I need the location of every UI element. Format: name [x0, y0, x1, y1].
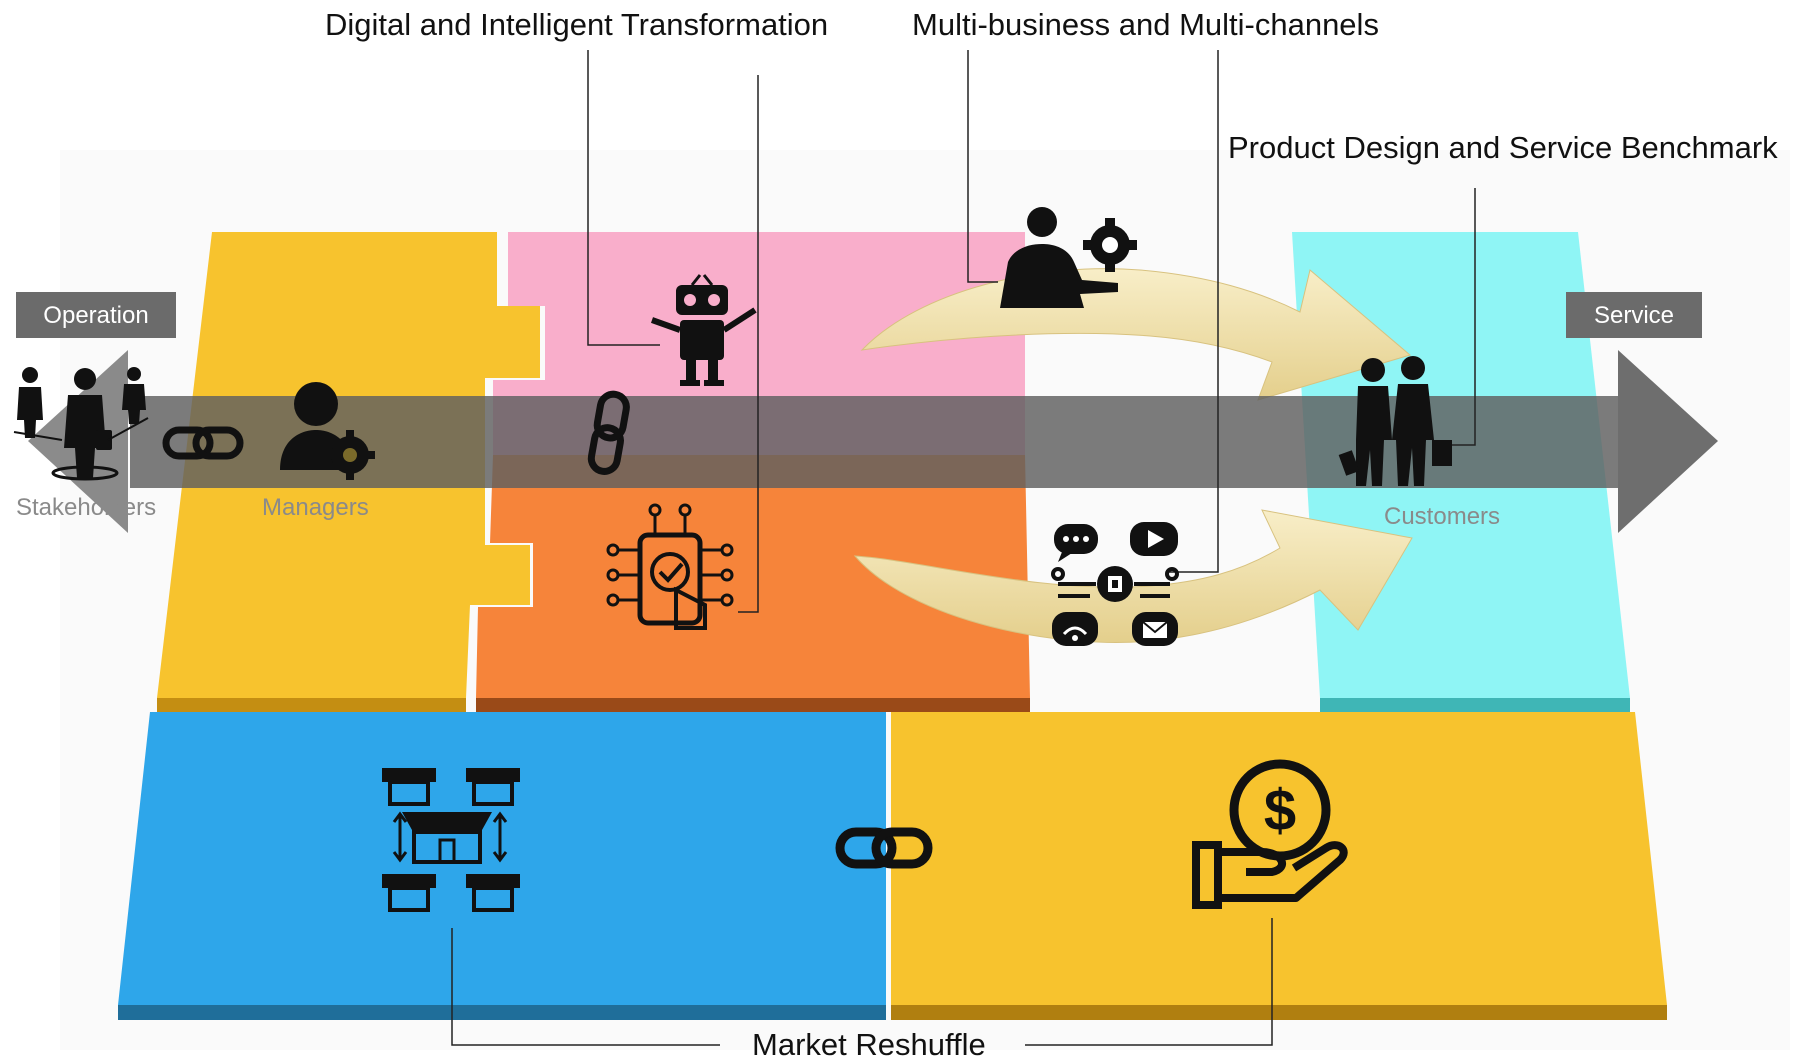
market-reshuffle-label: Market Reshuffle	[752, 1027, 986, 1059]
smart-touch-icon	[606, 503, 734, 630]
orange-puzzle-piece	[476, 455, 1030, 712]
digital-transformation-label: Digital and Intelligent Transformation	[325, 7, 828, 42]
customers-couple-icon	[1338, 356, 1452, 486]
market-slab-left	[118, 712, 886, 1020]
stakeholders-group-icon	[13, 367, 149, 481]
stakeholders-label: Stakeholders	[16, 494, 156, 521]
customers-label: Customers	[1384, 503, 1500, 530]
money-hand-icon: $	[1192, 759, 1348, 909]
svg-text:$: $	[1264, 778, 1296, 843]
store-network-icon	[382, 768, 520, 912]
chain-link-icon	[835, 827, 933, 869]
operation-label: Operation	[43, 302, 148, 329]
service-tag: Service	[1566, 292, 1702, 338]
service-label: Service	[1594, 302, 1674, 329]
managers-label: Managers	[262, 494, 369, 521]
lower-curved-arrow	[853, 509, 1413, 643]
chain-link-icon	[162, 426, 244, 460]
chain-link-icon	[587, 390, 630, 475]
product-design-label: Product Design and Service Benchmark	[1228, 130, 1778, 165]
operation-tag: Operation	[16, 292, 176, 338]
manager-gear-icon	[280, 382, 375, 480]
robot-icon	[650, 274, 757, 386]
multi-business-label: Multi-business and Multi-channels	[912, 7, 1379, 42]
businessman-gear-icon	[1000, 207, 1137, 308]
multichannel-icon	[1051, 522, 1179, 646]
